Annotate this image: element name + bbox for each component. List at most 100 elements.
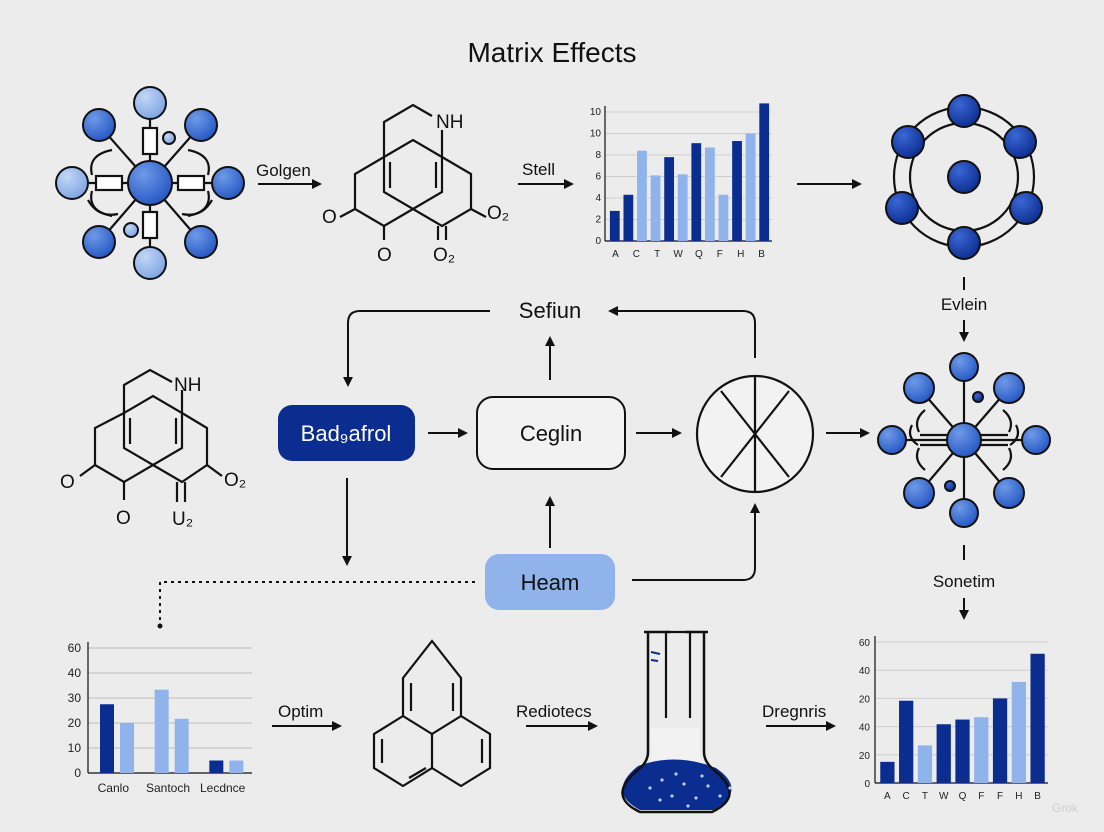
bar [899,700,914,783]
chem-top-o-bottom: O [377,245,392,266]
molecule-ring-top-right [885,94,1043,260]
chem-mid-o2-right: O₂ [224,470,246,491]
y-tick-label: 10 [68,741,82,755]
bar [623,194,634,241]
dotted-connector [159,581,475,622]
atoms-middle-right [877,352,1051,528]
x-tick-label: B [1034,791,1041,802]
y-tick-label: 30 [68,691,82,705]
x-tick-label: Q [695,249,703,260]
bar [1030,653,1045,783]
bar [100,704,114,773]
y-tick-label: 4 [595,193,601,204]
x-tick-label: C [903,791,910,802]
chem-mid-nh: NH [174,375,201,396]
bar [955,719,970,783]
x-tick-label: T [922,791,928,802]
line-sefiun-left [343,310,490,387]
chem-top-o2-right: O₂ [487,203,509,224]
bar [229,760,244,773]
bar [120,723,134,773]
y-tick-label: 40 [68,666,82,680]
box-ceglin[interactable]: Ceglin [476,396,626,470]
watermark: Grok [1052,801,1079,815]
box-ceglin-label: Ceglin [520,421,582,446]
y-tick-label: 6 [595,172,601,183]
x-tick-label: F [978,791,984,802]
chem-top-o2-bottom: O₂ [433,245,455,266]
y-tick-label: 8 [595,150,601,161]
label-optim: Optim [278,702,323,721]
label-rediotecs: Rediotecs [516,702,592,721]
bar [154,689,169,773]
bar [936,724,951,783]
label-stell: Stell [522,160,555,179]
label-sefiun: Sefiun [519,298,581,323]
box-badafrol[interactable]: Bad₉afrol [278,405,415,461]
bar [880,761,895,783]
bar [609,210,620,241]
y-tick-label: 20 [68,716,82,730]
bar [691,143,702,241]
chem-mid-o-left: O [60,472,75,493]
x-tick-label: Lecdnce [200,781,246,795]
bar [732,141,742,241]
bar [759,103,770,242]
y-tick-label: 40 [859,723,871,734]
x-tick-label: F [717,249,723,260]
chem-top-nh: NH [436,112,463,133]
label-golgen: Golgen [256,161,311,180]
bar [637,150,647,241]
x-tick-label: A [612,249,619,260]
y-tick-label: 0 [864,779,870,790]
x-tick-label: C [633,249,640,260]
bar [992,698,1008,783]
box-badafrol-label: Bad₉afrol [301,421,392,446]
y-tick-label: 60 [859,638,871,649]
bar [209,760,224,773]
x-tick-label: Santoch [146,781,190,795]
bar [1011,681,1026,783]
bar [664,157,675,241]
y-tick-label: 2 [595,215,601,226]
x-tick-label: Canlo [98,781,130,795]
bar [718,194,729,241]
chem-mid-u2: U₂ [172,509,193,530]
bar [704,147,715,241]
bar [974,717,989,783]
label-dregnris: Dregnris [762,702,826,721]
x-tick-label: W [673,249,683,260]
junction-circle [695,374,815,494]
bar [650,175,661,241]
x-tick-label: Q [959,791,967,802]
y-tick-label: 40 [859,666,871,677]
bar [917,745,933,783]
box-heam[interactable]: Heam [485,554,615,610]
x-tick-label: H [737,249,744,260]
y-tick-label: 20 [859,751,871,762]
label-evlein: Evlein [941,295,987,314]
bar [677,174,688,241]
y-tick-label: 10 [590,107,602,118]
molecule-top-ring [339,103,487,240]
y-tick-label: 0 [74,766,81,780]
chem-mid-o-bottom: O [116,508,131,529]
x-tick-label: H [1015,791,1022,802]
bar [745,133,756,241]
chem-top-o-left: O [322,207,337,228]
dotted-connector-end [157,623,163,629]
flask-icon [620,630,732,814]
bar [174,718,189,773]
x-tick-label: B [758,249,765,260]
x-tick-label: F [997,791,1003,802]
x-tick-label: A [884,791,891,802]
y-tick-label: 0 [595,236,601,247]
y-tick-label: 20 [859,694,871,705]
line-sefiun-right [608,306,756,358]
y-tick-label: 10 [590,129,602,140]
